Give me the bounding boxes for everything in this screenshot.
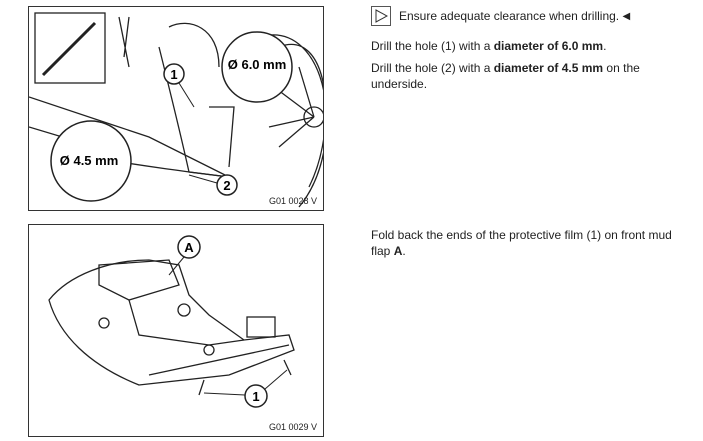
callout-a: A (184, 240, 194, 255)
diameter-6-label: Ø 6.0 mm (228, 57, 287, 72)
callout-2: 2 (223, 178, 230, 193)
figure-code: G01 0029 V (268, 422, 317, 432)
callout-1: 1 (170, 67, 177, 82)
drilling-illustration: 1 2 Ø 6.0 mm Ø 4.5 mm (29, 12, 323, 208)
instruction-fold-film: Fold back the ends of the protective fil… (371, 228, 672, 258)
end-marker-icon: ◀ (622, 10, 631, 22)
callout-1: 1 (252, 389, 259, 404)
detail-circle-1 (221, 31, 293, 103)
caution-note: Ensure adequate clearance when drilling.… (371, 6, 630, 26)
figure-mud-flap: A 1 G01 0029 V (28, 224, 324, 437)
detail-circle-2 (50, 120, 132, 202)
note-text: Ensure adequate clearance when drilling. (399, 9, 620, 23)
diameter-4-5-label: Ø 4.5 mm (60, 153, 119, 168)
figure-drilling: 1 2 Ø 6.0 mm Ø 4.5 mm G01 0028 V (28, 6, 324, 211)
mud-flap-illustration: A 1 (48, 235, 295, 408)
figure-code: G01 0028 V (268, 196, 317, 206)
instruction-hole-1: Drill the hole (1) with a diameter of 6.… (371, 39, 607, 53)
note-triangle-icon (371, 6, 391, 26)
instruction-hole-2: Drill the hole (2) with a diameter of 4.… (371, 61, 640, 91)
